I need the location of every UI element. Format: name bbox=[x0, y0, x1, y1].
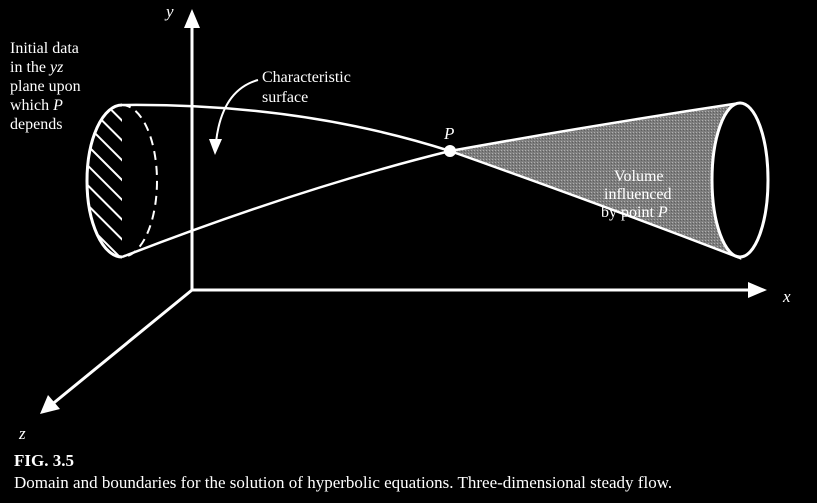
characteristic-label-line1: Characteristic bbox=[262, 69, 351, 86]
y-axis-arrowhead bbox=[184, 9, 200, 28]
volume-label-line2: influenced bbox=[604, 186, 672, 203]
caption-text: Domain and boundaries for the solution o… bbox=[14, 473, 673, 492]
initial-data-line1: Initial data bbox=[10, 40, 79, 57]
x-axis bbox=[192, 282, 767, 298]
characteristic-upper-curve bbox=[121, 103, 451, 153]
zone-of-influence-cone bbox=[445, 101, 742, 260]
initial-data-region bbox=[85, 103, 158, 259]
initial-data-line2: in the yz bbox=[10, 59, 64, 76]
initial-data-line5: depends bbox=[10, 116, 62, 133]
initial-data-label: Initial data in the yz plane upon which … bbox=[10, 40, 81, 133]
diagram: y x z P Characteristic surface Initial d… bbox=[10, 2, 791, 443]
volume-label-line1: Volume bbox=[614, 168, 663, 185]
y-axis bbox=[184, 9, 200, 290]
volume-label: Volume influenced by point P bbox=[601, 168, 672, 221]
y-axis-label: y bbox=[164, 2, 174, 21]
initial-data-line3: plane upon bbox=[10, 78, 81, 95]
characteristic-label-line2: surface bbox=[262, 89, 308, 106]
point-p-label: P bbox=[443, 124, 454, 143]
point-p-marker bbox=[444, 145, 456, 157]
z-axis bbox=[40, 288, 193, 414]
x-axis-arrowhead bbox=[748, 282, 767, 298]
characteristic-pointer-arrow bbox=[209, 79, 259, 155]
cone-end-ellipse bbox=[710, 101, 770, 259]
initial-data-line4: which P bbox=[10, 97, 63, 114]
volume-label-line3: by point P bbox=[601, 204, 668, 221]
figure-caption: FIG. 3.5 Domain and boundaries for the s… bbox=[14, 451, 809, 495]
z-axis-arrowhead bbox=[40, 395, 60, 414]
x-axis-label: x bbox=[782, 287, 791, 306]
characteristic-lower-curve bbox=[121, 149, 451, 259]
figure-number: FIG. 3.5 bbox=[14, 451, 74, 470]
z-axis-label: z bbox=[18, 424, 26, 443]
